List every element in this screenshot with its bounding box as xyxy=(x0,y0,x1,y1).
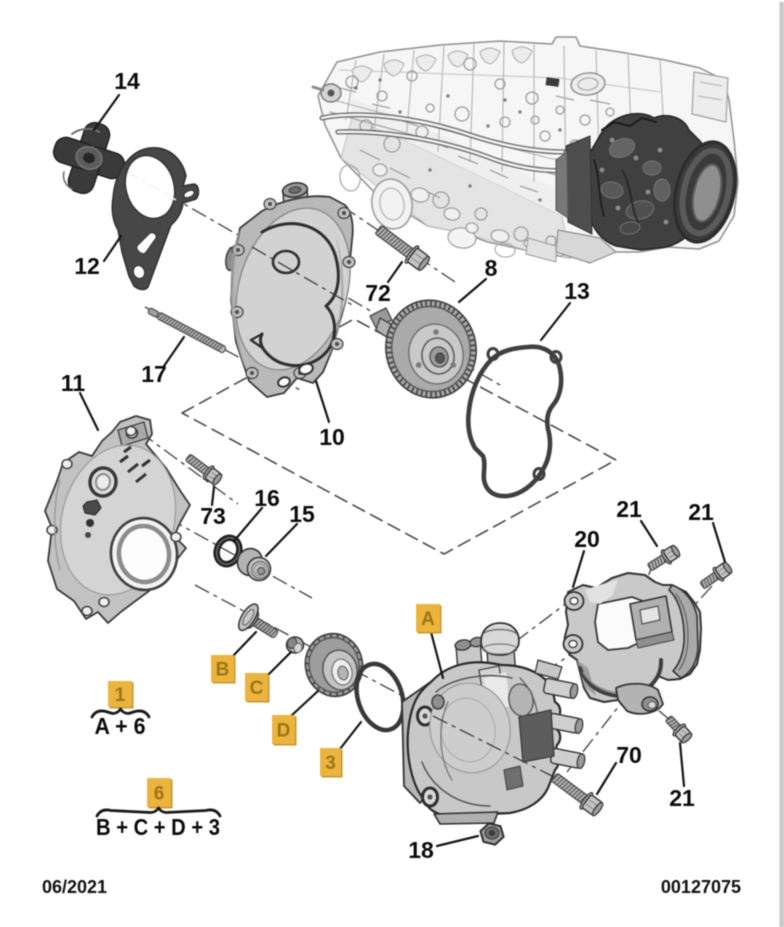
svg-text:21: 21 xyxy=(616,496,642,522)
svg-text:15: 15 xyxy=(289,501,315,527)
svg-text:A: A xyxy=(421,609,435,630)
svg-text:00127075: 00127075 xyxy=(661,877,741,897)
svg-text:18: 18 xyxy=(408,837,434,863)
svg-text:72: 72 xyxy=(365,280,391,306)
svg-text:A + 6: A + 6 xyxy=(95,713,146,739)
svg-text:73: 73 xyxy=(200,503,226,529)
svg-text:C: C xyxy=(250,678,264,699)
svg-text:10: 10 xyxy=(319,424,345,450)
svg-text:21: 21 xyxy=(669,785,695,811)
svg-text:13: 13 xyxy=(564,278,590,304)
svg-text:70: 70 xyxy=(616,742,642,768)
svg-text:6: 6 xyxy=(154,783,165,804)
svg-text:B: B xyxy=(216,659,230,680)
svg-text:17: 17 xyxy=(141,361,167,387)
svg-text:11: 11 xyxy=(61,370,86,396)
svg-text:21: 21 xyxy=(688,499,714,525)
svg-text:3: 3 xyxy=(325,753,336,774)
svg-text:14: 14 xyxy=(114,68,140,94)
svg-text:1: 1 xyxy=(115,685,126,706)
svg-text:B + C + D + 3: B + C + D + 3 xyxy=(96,814,220,840)
svg-text:16: 16 xyxy=(254,485,280,511)
svg-text:06/2021: 06/2021 xyxy=(42,877,107,897)
svg-text:8: 8 xyxy=(485,255,498,281)
svg-text:12: 12 xyxy=(74,253,100,279)
svg-text:D: D xyxy=(277,720,291,741)
svg-text:20: 20 xyxy=(574,526,600,552)
